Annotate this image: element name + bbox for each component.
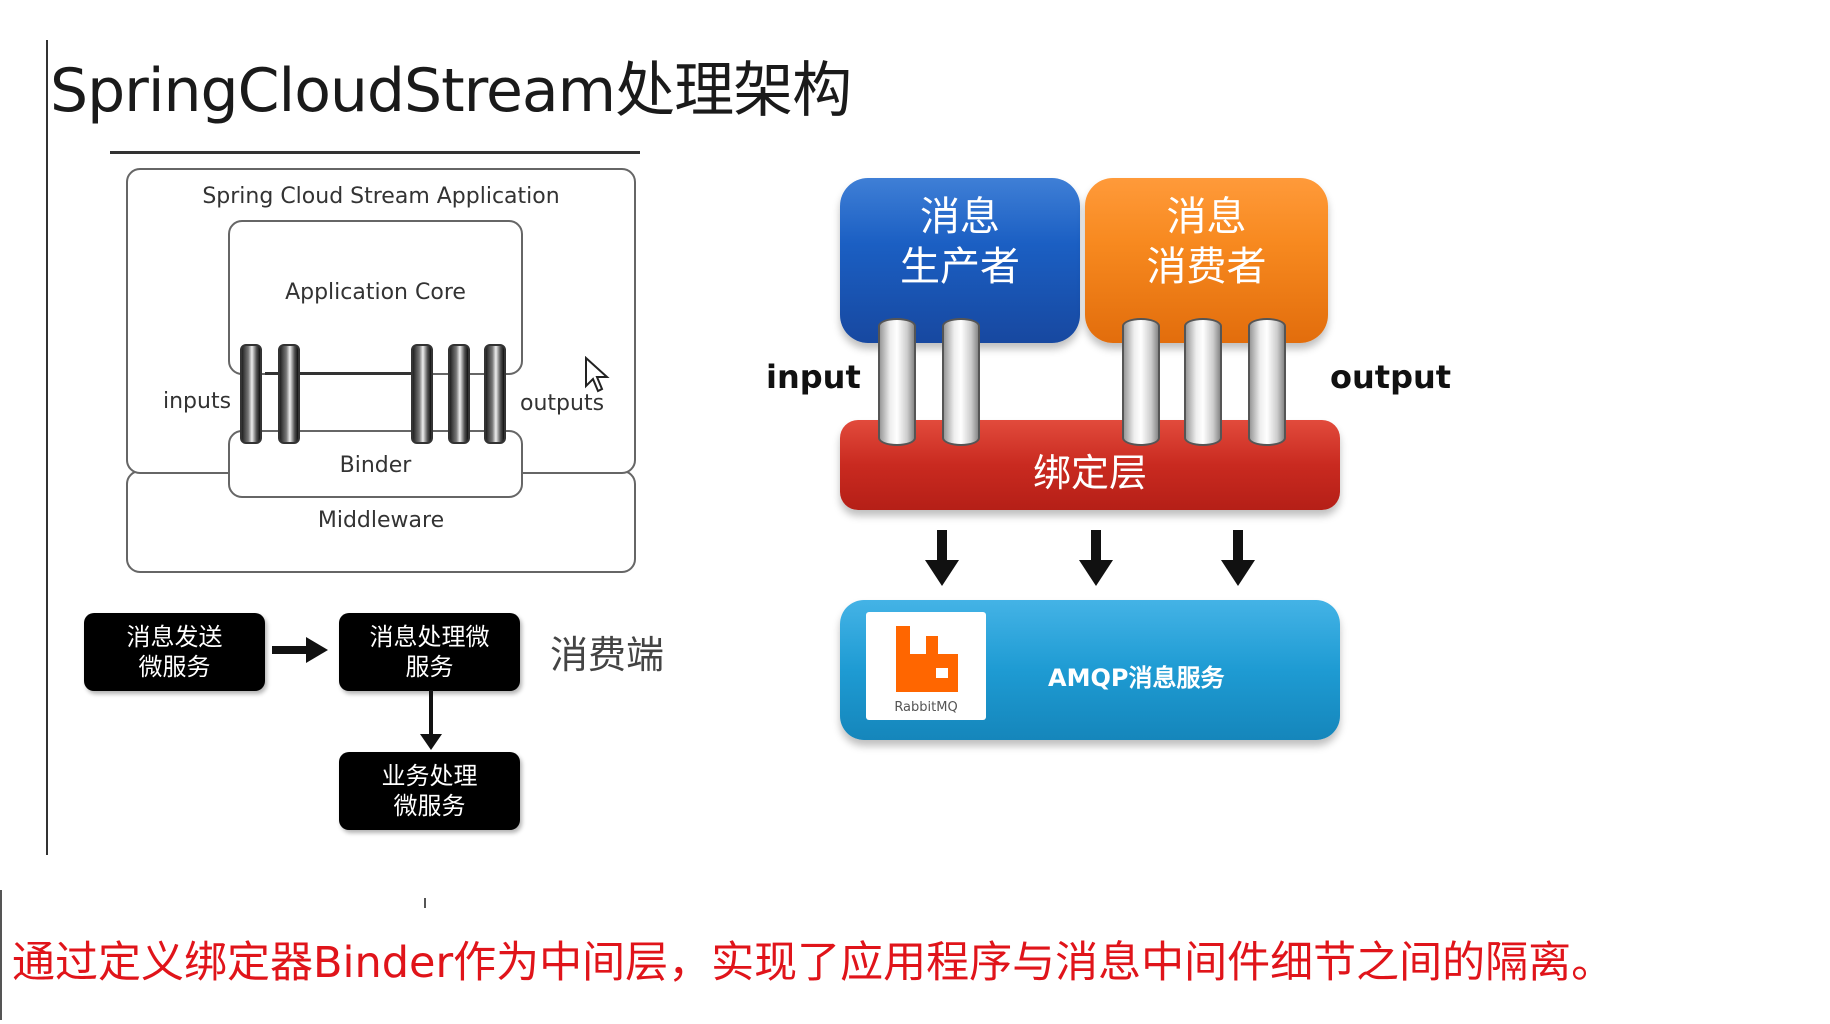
amqp-service-label: AMQP消息服务: [1048, 664, 1225, 692]
input-channel-2: [942, 318, 980, 446]
output-channel-3: [1248, 318, 1286, 446]
application-core-label: Application Core: [285, 280, 466, 305]
input-pipe-1: [240, 344, 262, 444]
output-pipe-3: [484, 344, 506, 444]
note-tick: [424, 898, 426, 908]
message-sender-box: 消息发送 微服务: [84, 613, 265, 691]
down-arrow-icon: [1221, 530, 1255, 586]
rabbitmq-logo-text: RabbitMQ: [894, 700, 958, 715]
binder-label: Binder: [339, 453, 412, 478]
output-pipe-1: [411, 344, 433, 444]
input-channel-1: [878, 318, 916, 446]
down-arrow-icon: [925, 530, 959, 586]
message-consumer-box: 消息 消费者: [1085, 178, 1328, 343]
rabbitmq-logo-icon: [896, 626, 958, 692]
output-label: output: [1330, 358, 1452, 396]
message-producer-box: 消息 生产者: [840, 178, 1080, 343]
business-processor-box: 业务处理 微服务: [339, 752, 520, 830]
input-pipe-2: [278, 344, 300, 444]
right-arrow-icon: [272, 637, 328, 663]
message-processor-box: 消息处理微 服务: [339, 613, 520, 691]
output-channel-1: [1122, 318, 1160, 446]
pipe-connector-line: [265, 372, 425, 375]
down-arrow-icon: [420, 690, 442, 750]
middleware-label: Middleware: [317, 508, 445, 533]
note-left-marker: [0, 890, 2, 1020]
output-pipe-2: [448, 344, 470, 444]
mouse-cursor-icon: [585, 356, 610, 393]
left-border-line: [46, 40, 48, 855]
binder-box: [228, 430, 523, 498]
outputs-label: outputs: [520, 391, 605, 416]
application-label: Spring Cloud Stream Application: [202, 184, 560, 209]
input-label: input: [766, 358, 861, 396]
output-channel-2: [1184, 318, 1222, 446]
rabbitmq-logo: RabbitMQ: [866, 612, 986, 720]
inputs-label: inputs: [163, 389, 232, 414]
bottom-note: 通过定义绑定器Binder作为中间层，实现了应用程序与消息中间件细节之间的隔离。: [12, 938, 1615, 988]
down-arrow-icon: [1079, 530, 1113, 586]
title-underline: [110, 151, 640, 154]
page-title: SpringCloudStream处理架构: [50, 56, 852, 126]
consumer-side-label: 消费端: [550, 633, 665, 677]
